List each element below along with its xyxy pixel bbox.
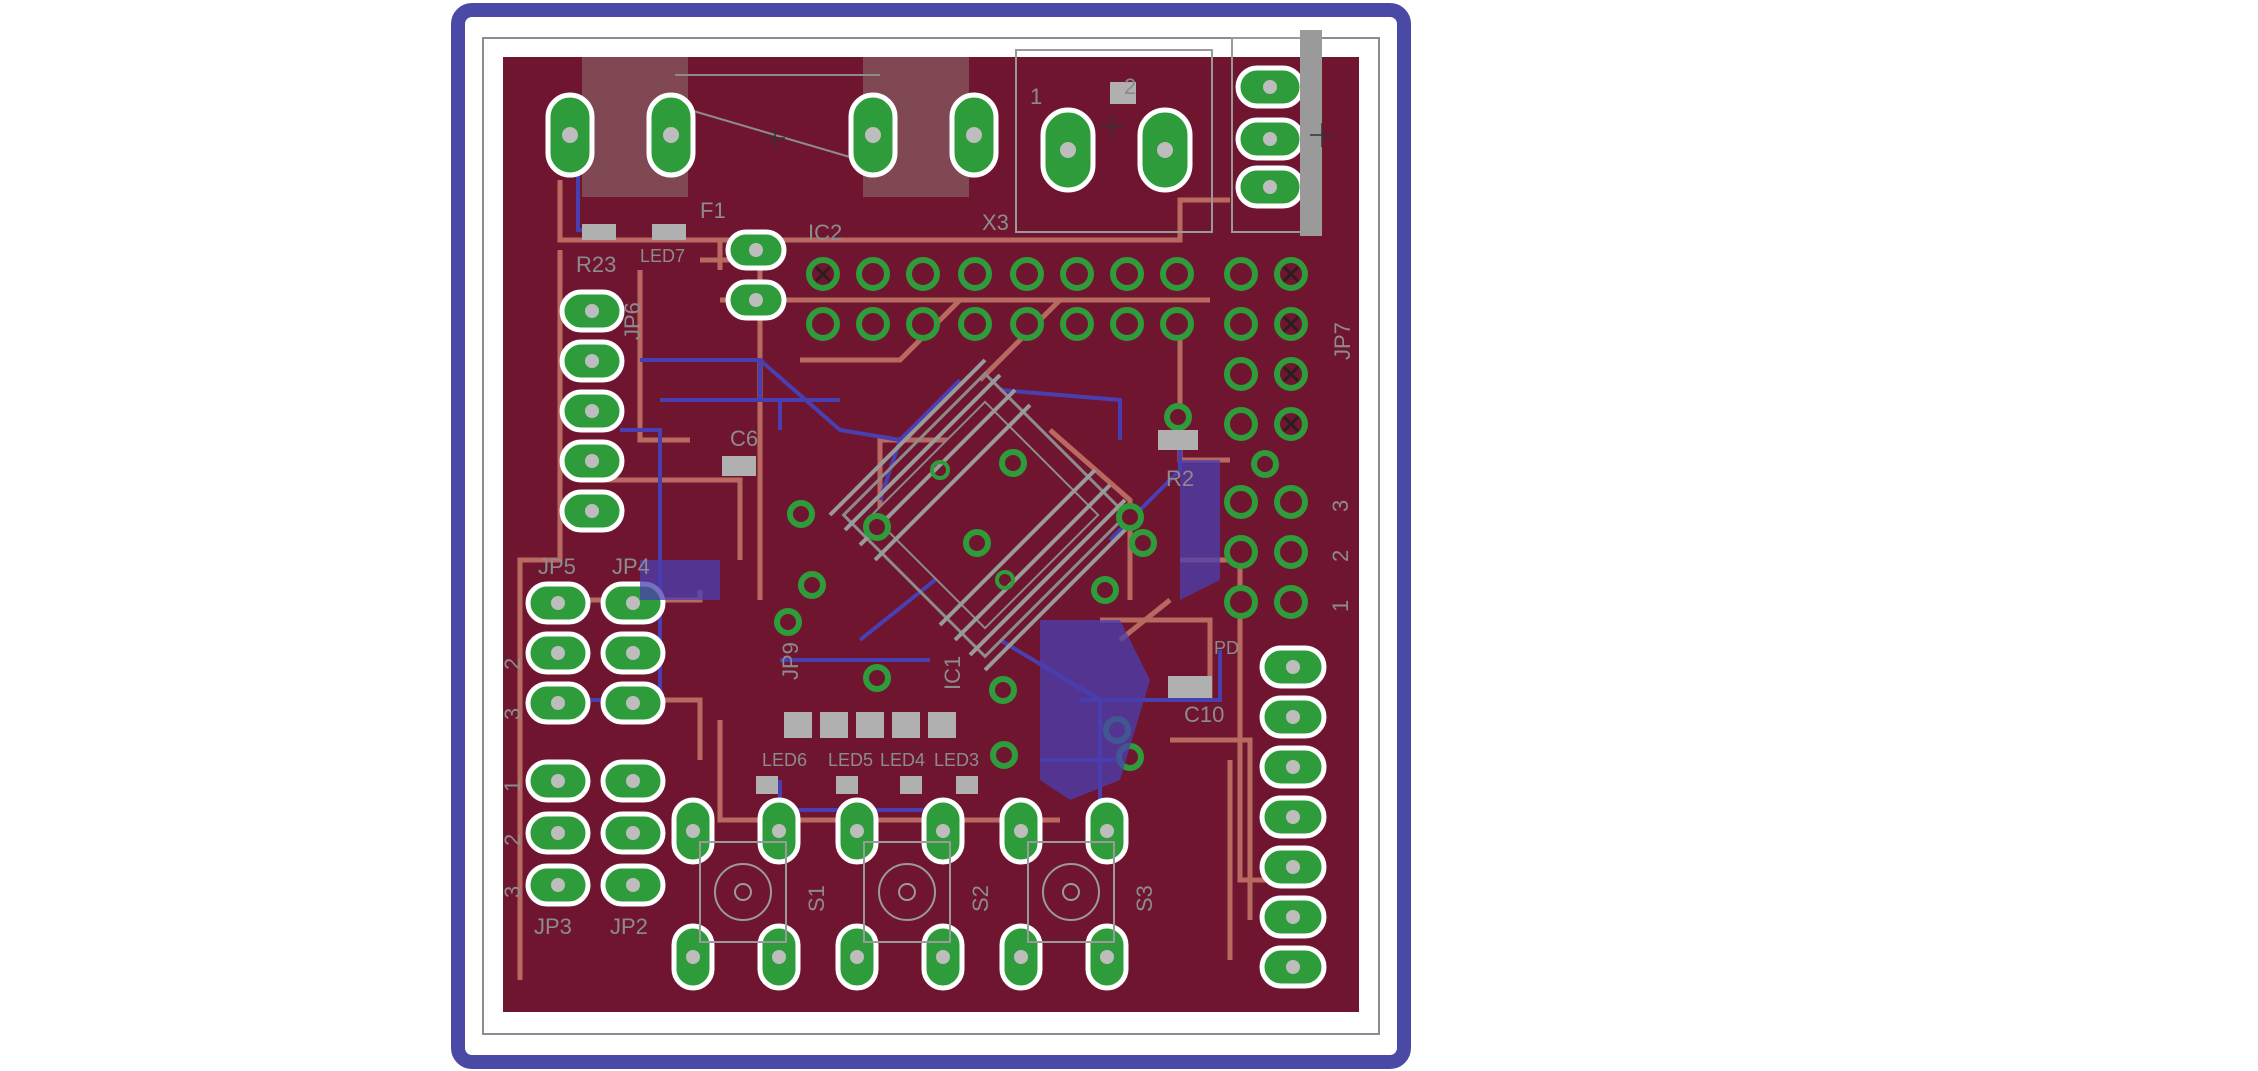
label-pd: PD [1214,638,1239,658]
tactile-switches [699,841,1115,943]
label-jp3: JP3 [534,914,572,939]
label-led3: LED3 [934,750,979,770]
label-jp3-pin1: 1 [500,780,525,792]
x3-outline [1015,49,1213,233]
label-jp9: JP9 [778,642,803,680]
label-led6: LED6 [762,750,807,770]
label-s2: S2 [968,885,993,912]
ic1-footprint [828,358,1142,672]
label-jp2: JP2 [610,914,648,939]
label-jp3-pin2: 2 [500,834,525,846]
label-jp5-pin3: 3 [500,708,525,720]
label-s3: S3 [1132,885,1157,912]
label-jp5: JP5 [538,554,576,579]
label-jp-pin2: 2 [1328,550,1353,562]
label-x3: X3 [982,210,1009,235]
label-jp4: JP4 [612,554,650,579]
label-r2: R2 [1166,466,1194,491]
label-c6: C6 [730,426,758,451]
label-jp3-pin3: 3 [500,886,525,898]
label-jp7: JP7 [1330,322,1355,360]
label-ic2: IC2 [808,220,842,245]
top-right-header-body [1300,30,1322,236]
board-dimension-line [482,37,1380,1035]
label-f1: F1 [700,198,726,223]
label-ic1: IC1 [940,656,965,690]
label-jp-pin3: 3 [1328,500,1353,512]
bottom-pour-areas [640,460,1220,800]
label-r23: R23 [576,252,616,277]
label-s1: S1 [804,885,829,912]
ground-marks [814,265,1300,433]
label-led7: LED7 [640,246,685,266]
label-led4: LED4 [880,750,925,770]
label-jp6: JP6 [620,302,645,340]
label-jp-pin1: 1 [1328,600,1353,612]
smd-components [582,82,1212,794]
label-jp5-pin2: 2 [500,658,525,670]
label-led5: LED5 [828,750,873,770]
label-c10: C10 [1184,702,1224,727]
label-x3-pin1: 1 [1030,84,1042,109]
label-x3-pin2: 2 [1124,74,1136,99]
origin-crosshairs [765,114,1334,148]
pad-drills [551,80,1300,974]
silkscreen-labels: F1 R23 LED7 IC2 X3 1 2 JP6 JP7 C6 R2 3 2… [500,74,1355,939]
